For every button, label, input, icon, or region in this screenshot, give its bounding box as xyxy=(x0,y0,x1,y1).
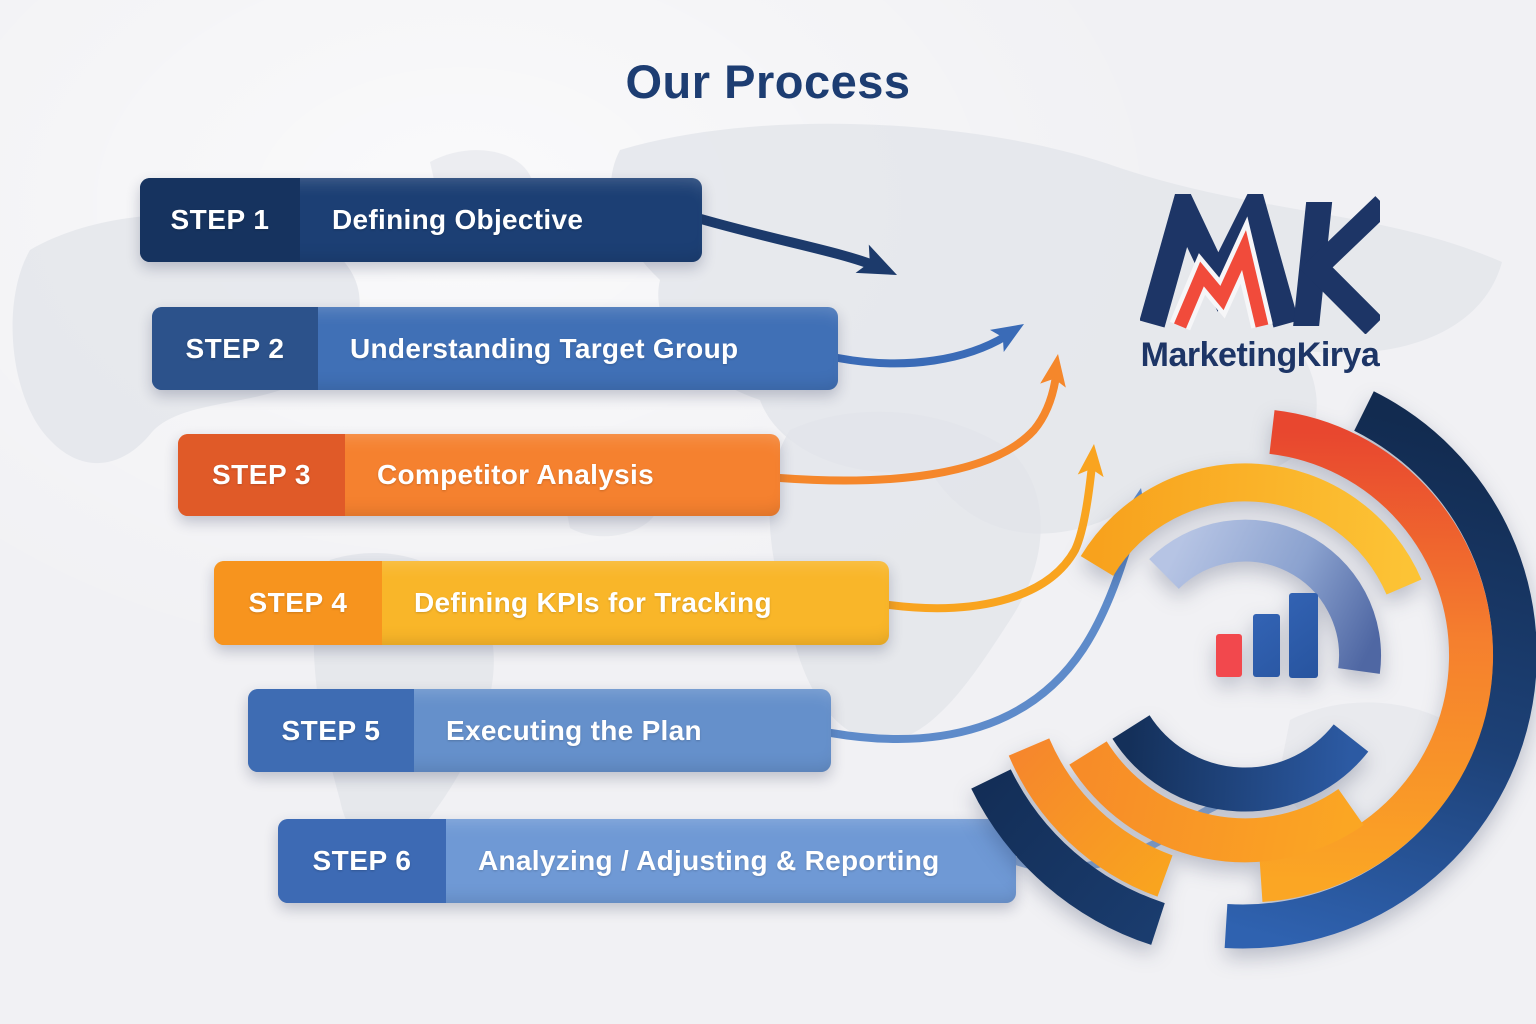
step-3-bar: STEP 3 Competitor Analysis xyxy=(178,434,780,516)
step-2-label-text: STEP 2 xyxy=(185,332,285,364)
mk-monogram-icon xyxy=(1140,194,1380,334)
brand-wordmark: MarketingKirya xyxy=(1140,336,1380,374)
step-5-bar: STEP 5 Executing the Plan xyxy=(248,689,831,772)
amber-top-arc xyxy=(1080,463,1422,595)
step-5-label-text: STEP 5 xyxy=(281,714,381,746)
step-1-label: STEP 1 xyxy=(140,178,300,262)
step-3-label-text: STEP 3 xyxy=(212,459,311,490)
step-1-bar: STEP 1 Defining Objective xyxy=(140,178,702,262)
step-2-bar: STEP 2 Understanding Target Group xyxy=(152,307,838,390)
step-1-arrow xyxy=(696,214,897,275)
step-4-arrow xyxy=(885,444,1104,613)
step-2-title: Understanding Target Group xyxy=(350,332,739,364)
step-4-label-text: STEP 4 xyxy=(248,587,348,618)
step-6-label: STEP 6 xyxy=(278,819,446,903)
inner-navy-arc xyxy=(1112,714,1369,812)
bar-chart-tall-bar xyxy=(1289,593,1318,678)
bar-chart-red-bar xyxy=(1216,634,1242,677)
outer-orange-arc xyxy=(1259,410,1493,902)
outer-navy-arc xyxy=(1224,391,1536,949)
brand-logo: MarketingKirya xyxy=(1126,194,1394,375)
bottom-left-orange-arc xyxy=(1008,738,1173,897)
step-2-arrow xyxy=(834,324,1024,368)
step-2-label: STEP 2 xyxy=(152,307,318,390)
page-title: Our Process xyxy=(625,55,911,108)
step-5-label: STEP 5 xyxy=(248,689,414,772)
step-6-arrow xyxy=(1012,764,1322,872)
step-1-label-text: STEP 1 xyxy=(170,204,270,235)
bottom-left-navy-arc xyxy=(971,769,1166,945)
step-6-label-text: STEP 6 xyxy=(312,845,412,876)
orange-bottom-arc xyxy=(1069,741,1364,863)
step-5-title: Executing the Plan xyxy=(446,714,702,746)
step-4-bar: STEP 4 Defining KPIs for Tracking xyxy=(214,561,889,645)
step-1-title: Defining Objective xyxy=(332,204,584,235)
step-3-label: STEP 3 xyxy=(178,434,345,516)
inner-periwinkle-arc xyxy=(1149,519,1382,674)
bar-chart-icon xyxy=(1216,593,1318,678)
step-4-title: Defining KPIs for Tracking xyxy=(414,587,772,618)
step-4-label: STEP 4 xyxy=(214,561,382,645)
bar-chart-mid-bar xyxy=(1253,614,1280,677)
step-6-title: Analyzing / Adjusting & Reporting xyxy=(478,845,940,876)
step-3-title: Competitor Analysis xyxy=(377,459,654,490)
step-6-bar: STEP 6 Analyzing / Adjusting & Reporting xyxy=(278,819,1016,903)
